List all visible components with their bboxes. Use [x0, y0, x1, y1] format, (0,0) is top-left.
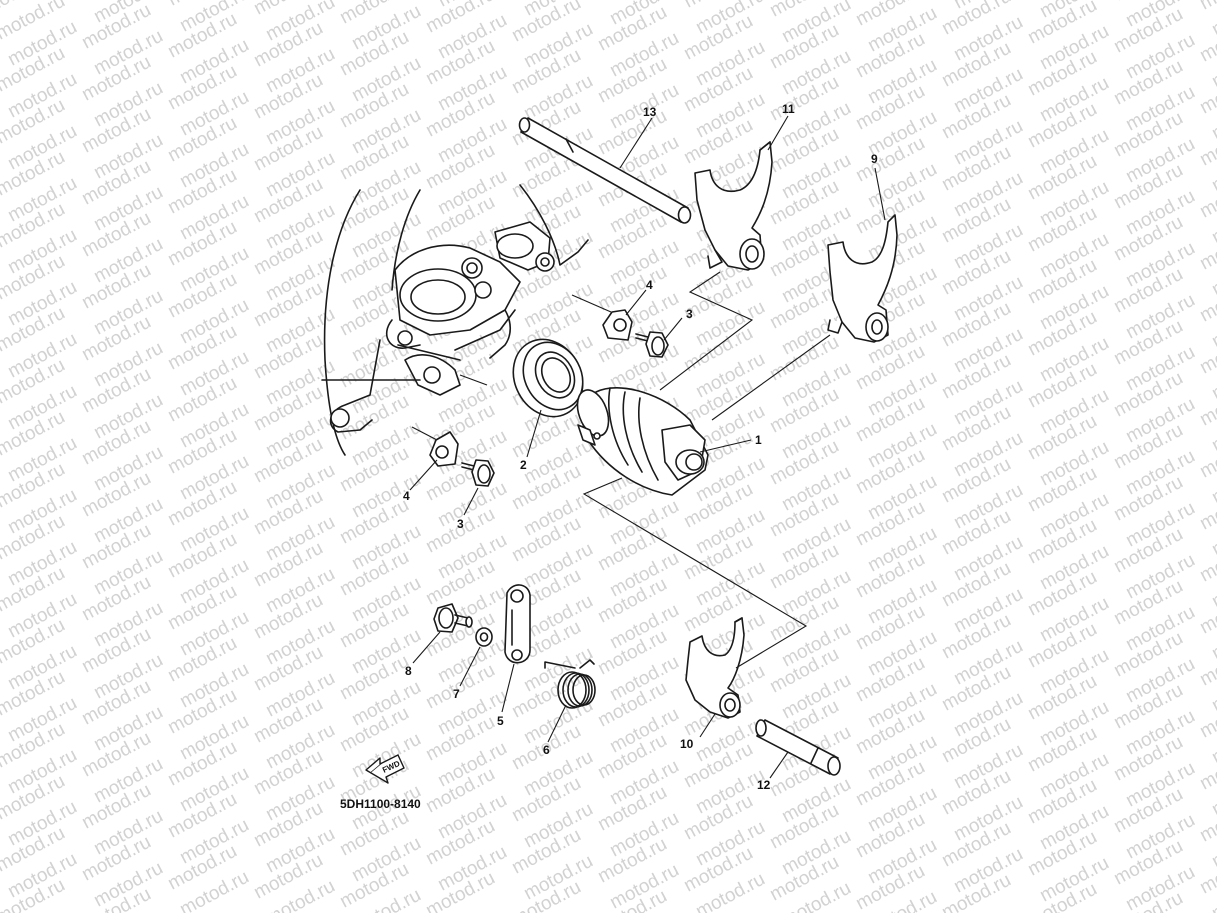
callout-3-lower: 3: [457, 517, 464, 531]
callout-4-upper: 4: [646, 278, 653, 292]
diagram-code: 5DH1100-8140: [340, 797, 421, 811]
callout-2: 2: [520, 458, 527, 472]
watermark-text: motod.ru: [1208, 0, 1217, 40]
stopper-lever-5: [504, 584, 531, 664]
callout-1: 1: [755, 433, 762, 447]
callout-8: 8: [405, 664, 412, 678]
washer-7: [475, 627, 493, 647]
callout-6: 6: [543, 743, 550, 757]
watermark-text: motod.ru: [1196, 0, 1217, 14]
callout-11: 11: [782, 102, 795, 116]
callout-3-upper: 3: [686, 307, 693, 321]
callout-5: 5: [497, 714, 504, 728]
callout-13: 13: [643, 105, 657, 119]
callout-10: 10: [680, 737, 694, 751]
callout-9: 9: [871, 152, 878, 166]
callout-7: 7: [453, 687, 460, 701]
callout-12: 12: [757, 778, 771, 792]
stopper-plate-4-upper: [602, 309, 633, 341]
callout-4-lower: 4: [403, 489, 410, 503]
shift-drum-1: [576, 387, 709, 496]
